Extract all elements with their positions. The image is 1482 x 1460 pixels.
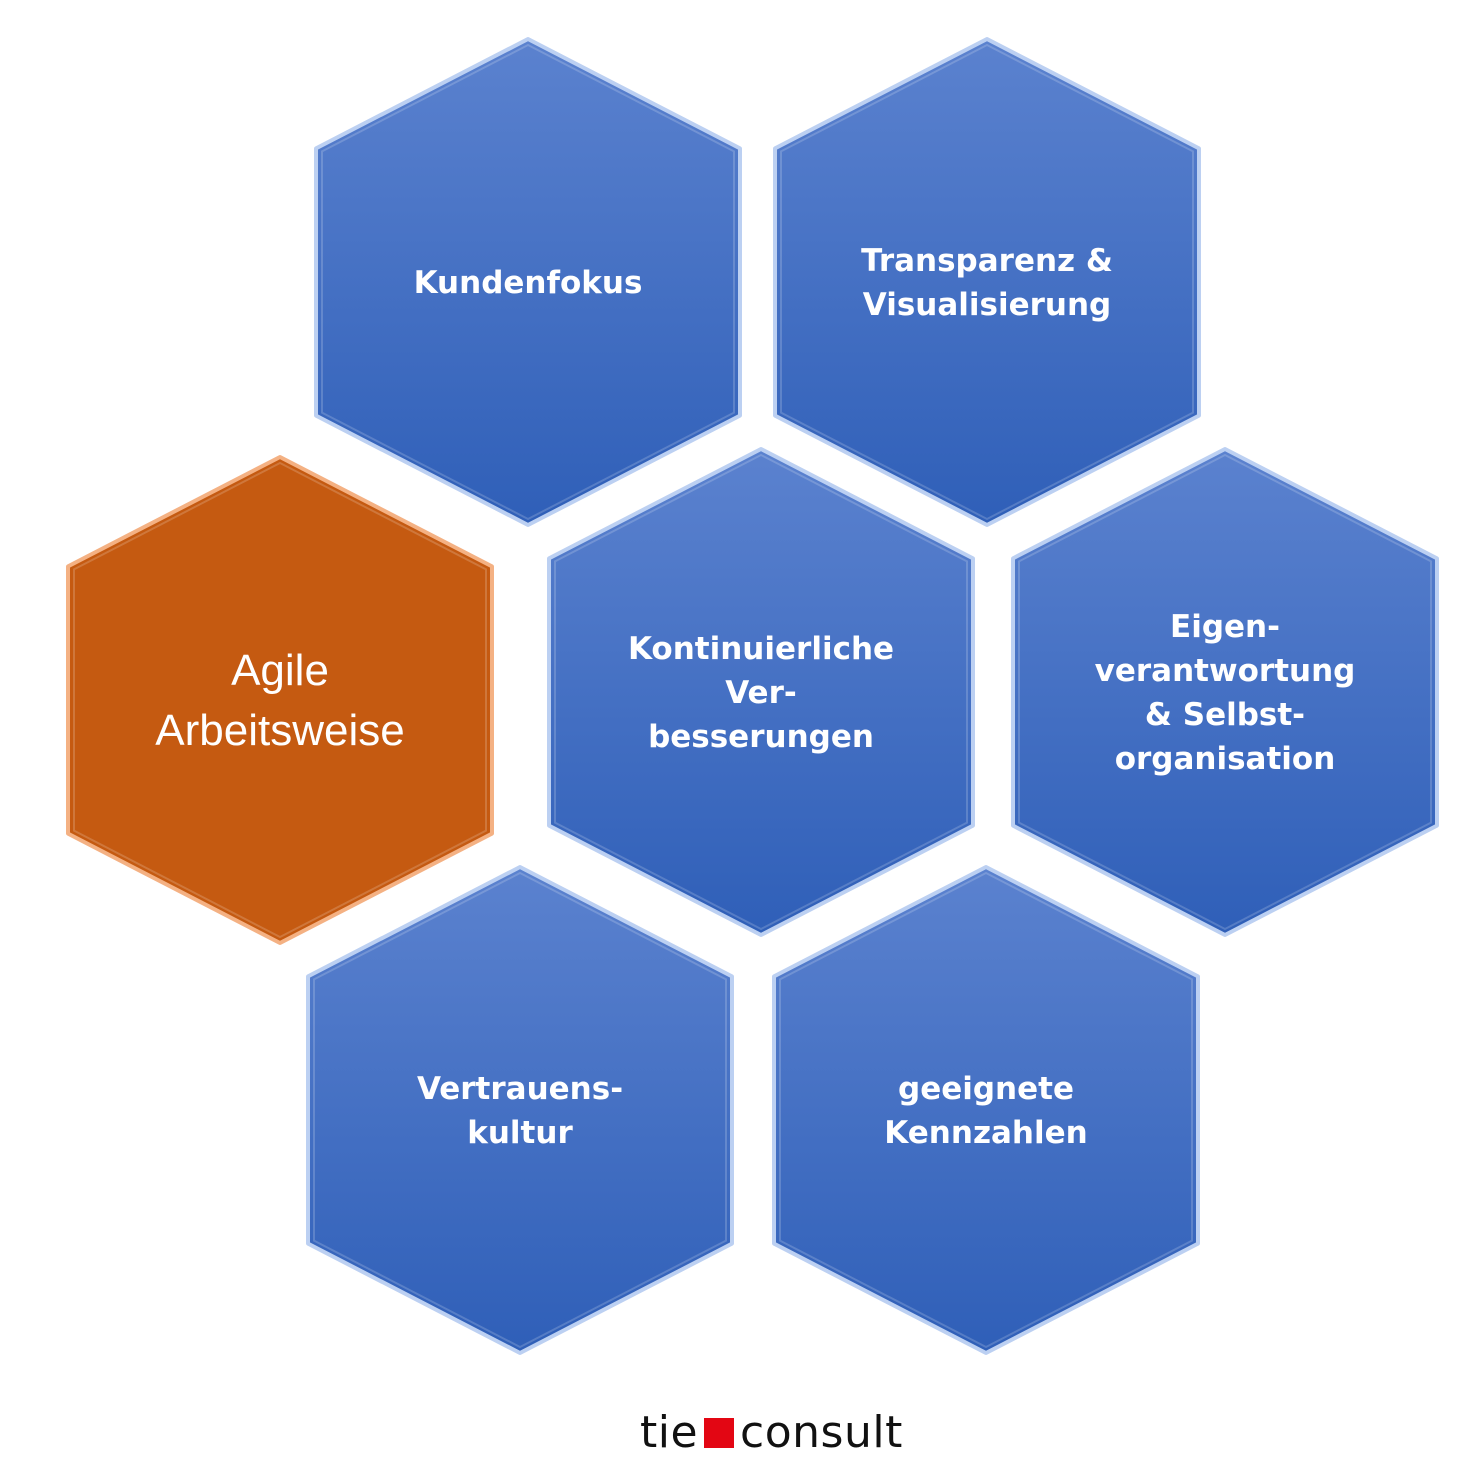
logo-text-consult: consult: [740, 1407, 903, 1458]
hexagon-label-line: Eigen-: [1170, 609, 1280, 645]
hexagon-bevel-kennzahlen: [779, 871, 1193, 1349]
hexagon-shape-kontinuierliche: [547, 447, 975, 937]
tieconsult-logo: tie consult: [640, 1408, 903, 1458]
hexagon-shape-eigenverantwortung: [1011, 447, 1439, 937]
hexagon-label-line: Transparenz &: [861, 243, 1113, 279]
hexagon-shape-transparenz: [773, 37, 1201, 527]
hexagon-label-line: Kontinuierliche: [628, 631, 894, 667]
hexagon-shape-vertrauenskultur: [306, 865, 734, 1355]
hexagon-bevel-transparenz: [780, 43, 1194, 521]
hexagon-shape-agile: [66, 455, 494, 945]
hexagon-bevel-kundenfokus: [321, 43, 735, 521]
hexagon-label-line: geeignete: [898, 1071, 1074, 1107]
hexagon-transparenz: Transparenz & Visualisierung: [773, 37, 1201, 527]
hexagon-label-line: Agile: [231, 646, 329, 695]
hexagon-label-line: & Selbst-: [1145, 697, 1305, 733]
hexagon-label-line: verantwortung: [1095, 653, 1356, 689]
hexagon-shape-kennzahlen: [772, 865, 1200, 1355]
hexagon-label-line: Kennzahlen: [884, 1115, 1087, 1151]
hexagon-bevel-kontinuierliche: [554, 453, 968, 931]
hexagon-label-line: kultur: [467, 1115, 573, 1151]
hexagon-kundenfokus: Kundenfokus: [314, 37, 742, 527]
hexagon-label-transparenz: Transparenz & Visualisierung: [861, 243, 1113, 323]
hexagon-eigenverantwortung: Eigen-verantwortung & Selbst-organisation: [1011, 447, 1439, 937]
hexagon-vertrauenskultur: Vertrauens-kultur: [306, 865, 734, 1355]
logo-text-tie: tie: [640, 1407, 699, 1458]
logo-square-icon: [704, 1418, 735, 1448]
hexagon-label-kundenfokus: Kundenfokus: [414, 265, 643, 301]
hexagon-label-line: organisation: [1115, 741, 1336, 777]
hexagon-bevel-agile: [73, 461, 487, 939]
hexagon-shape-kundenfokus: [314, 37, 742, 527]
hexagon-label-line: Ver-: [725, 675, 796, 711]
hexagon-label-line: Arbeitsweise: [155, 706, 404, 755]
hexagon-bevel-vertrauenskultur: [313, 871, 727, 1349]
hexagon-label-line: Vertrauens-: [417, 1071, 623, 1107]
hexagon-label-vertrauenskultur: Vertrauens-kultur: [417, 1071, 623, 1151]
hexagon-label-line: Kundenfokus: [414, 265, 643, 301]
hexagon-bevel-eigenverantwortung: [1018, 453, 1432, 931]
hexagon-label-eigenverantwortung: Eigen-verantwortung & Selbst-organisation: [1095, 609, 1356, 777]
hexagon-label-line: Visualisierung: [863, 287, 1111, 323]
hexagon-label-line: besserungen: [648, 719, 874, 755]
